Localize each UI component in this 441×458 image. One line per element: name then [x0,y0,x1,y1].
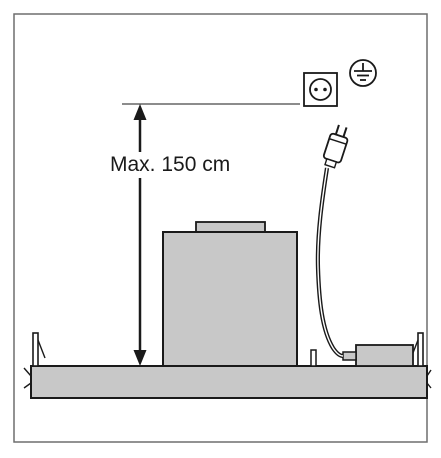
mounting-bracket-left [23,332,46,389]
power-cord-core [317,167,344,357]
height-dimension-arrow [133,104,147,366]
socket-icon [303,72,338,107]
motor-housing [162,221,298,367]
hood-panel [30,365,428,399]
small-pin [310,349,317,367]
diagram-frame [13,13,428,443]
control-box [342,344,414,367]
plug-icon [322,124,349,169]
power-cord-outline [315,167,344,359]
earth-ground-icon [349,59,377,87]
max-height-label: Max. 150 cm [108,152,233,178]
